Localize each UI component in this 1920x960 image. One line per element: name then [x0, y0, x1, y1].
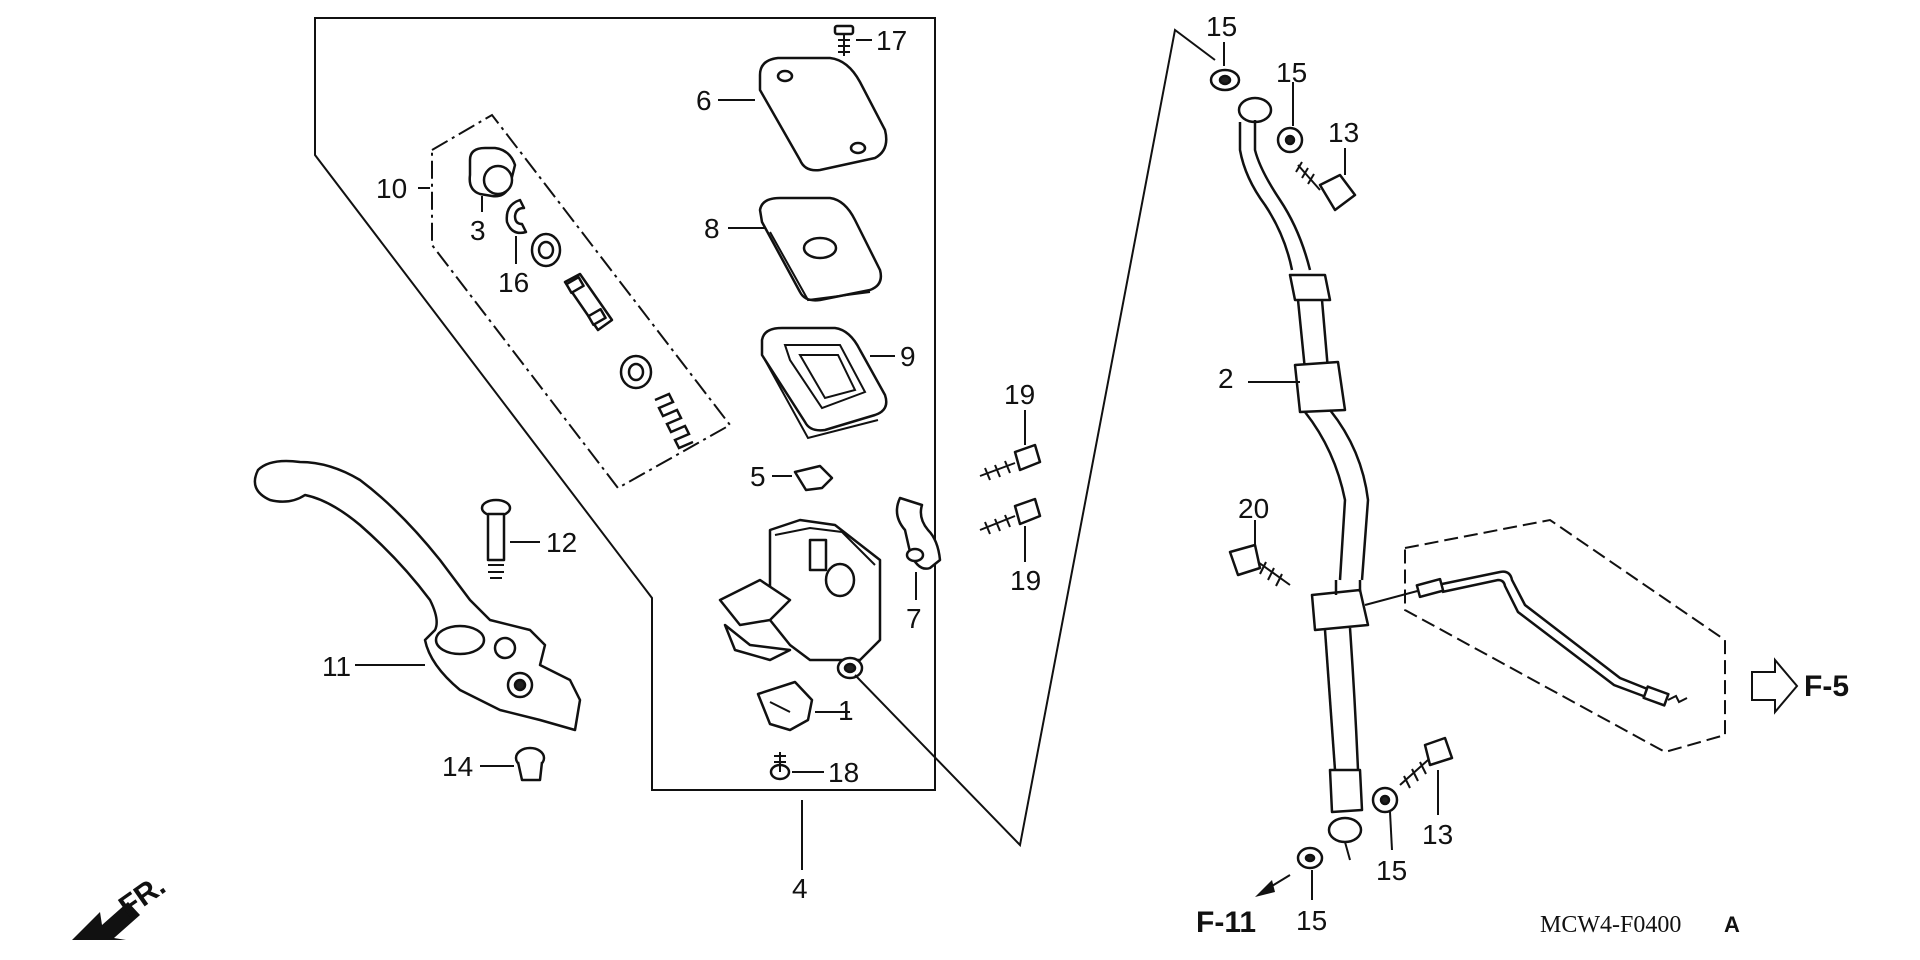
pivot-bolt-12	[480, 498, 512, 579]
seal-b	[619, 354, 653, 390]
clip-5	[793, 464, 834, 492]
circlip-16	[505, 198, 528, 235]
piston	[563, 272, 614, 332]
arrow-f11-icon	[1255, 874, 1291, 897]
label-part-19-lower: 19	[1010, 565, 1041, 596]
diagram-code: MCW4-F0400	[1540, 912, 1681, 938]
arrow-f5-icon	[1751, 657, 1799, 715]
reservoir-cap-6	[758, 56, 888, 172]
diaphragm-9	[760, 326, 888, 440]
washer-15-lower-right	[1371, 786, 1399, 814]
bolt-19-upper	[979, 443, 1042, 481]
label-part-9: 9	[900, 341, 916, 372]
label-part-19-upper: 19	[1004, 379, 1035, 410]
screw-18	[769, 752, 791, 781]
label-part-15-lower-right: 15	[1376, 855, 1407, 886]
label-part-16: 16	[498, 267, 529, 298]
label-part-15-lower-left: 15	[1296, 905, 1327, 936]
bolt-13-lower	[1399, 736, 1454, 789]
label-part-8: 8	[704, 213, 720, 244]
pipe-group-boundary	[1404, 518, 1726, 754]
label-part-17: 17	[876, 25, 907, 56]
brake-lever-11	[253, 459, 582, 732]
diagram-code-suffix: A	[1724, 912, 1740, 937]
label-part-15-top-right: 15	[1276, 57, 1307, 88]
bolt-13-upper	[1295, 161, 1357, 212]
label-part-11: 11	[322, 651, 351, 682]
switch-1	[756, 680, 814, 732]
label-part-14: 14	[442, 751, 473, 782]
piston-kit-boundary	[431, 113, 732, 490]
label-part-20: 20	[1238, 493, 1269, 524]
front-arrow-icon	[72, 902, 140, 940]
label-part-13-upper: 13	[1328, 117, 1359, 148]
spring	[654, 392, 694, 450]
screw-17	[833, 24, 855, 56]
label-part-4: 4	[792, 873, 808, 904]
washer-15-lower-left	[1296, 846, 1324, 870]
label-part-15-top-left: 15	[1206, 11, 1237, 42]
bolt-19-lower	[979, 497, 1042, 535]
label-part-18: 18	[828, 757, 859, 788]
label-part-3: 3	[470, 215, 486, 246]
boot-3	[468, 146, 517, 198]
label-part-13-lower: 13	[1422, 819, 1453, 850]
label-part-10: 10	[376, 173, 407, 204]
label-part-1: 1	[838, 695, 854, 726]
label-part-6: 6	[696, 85, 712, 116]
bolt-20	[1228, 543, 1291, 587]
label-part-5: 5	[750, 461, 766, 492]
label-part-2: 2	[1218, 363, 1234, 394]
brake-pipe	[1415, 570, 1688, 707]
ref-f5: F-5	[1804, 670, 1849, 703]
group-boundary-line	[314, 17, 936, 791]
cap-14	[514, 746, 546, 782]
label-part-12: 12	[546, 527, 577, 558]
ref-f11: F-11	[1196, 906, 1256, 939]
plate-8	[758, 196, 883, 302]
label-part-7: 7	[906, 603, 922, 634]
seal-a	[530, 232, 562, 268]
brake-hose-2	[1209, 68, 1370, 861]
holder-7	[895, 496, 942, 570]
master-cylinder-body-4	[718, 518, 882, 680]
